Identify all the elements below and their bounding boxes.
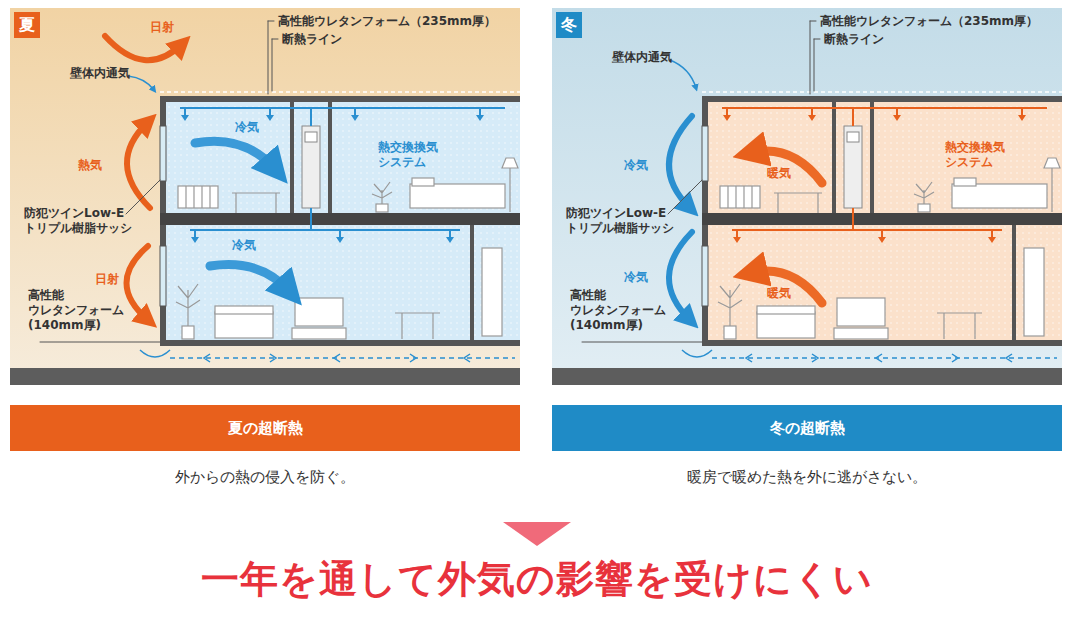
insulation-label: 高性能 ウレタンフォーム (140mm厚): [28, 288, 124, 333]
sun-label: 日射: [150, 20, 174, 35]
heat-label: 熱気: [78, 158, 102, 173]
node-text: 夏: [19, 15, 35, 36]
insulation-line-label: 断熱ライン: [824, 32, 884, 47]
node-text: 冬の超断熱: [770, 419, 845, 438]
insulation-line-label: 断熱ライン: [282, 32, 342, 47]
insulation-label: 高性能ウレタンフォーム（235mm厚）: [278, 14, 496, 29]
description-text: 外からの熱の侵入を防ぐ。: [175, 468, 355, 487]
sash-label: 防犯ツインLow-E トリプル樹脂サッシ: [566, 206, 674, 236]
wall-vent-label: 壁体内通気: [70, 66, 130, 81]
airflow-label: 冷気: [232, 238, 256, 253]
node-text: 夏の超断熱: [228, 419, 303, 438]
ventilation-label: 熱交換換気 システム: [378, 140, 438, 170]
season-badge: 夏: [14, 12, 40, 38]
season-badge: 冬: [556, 12, 582, 38]
node-text: 冬: [561, 15, 577, 36]
sun-label: 暖気: [767, 286, 791, 301]
ventilation-label: 暖気: [767, 166, 791, 181]
sash-label: 防犯ツインLow-E トリプル樹脂サッシ: [24, 206, 132, 236]
insulation-label: 高性能ウレタンフォーム（235mm厚）: [820, 14, 1038, 29]
heat-label: 熱交換換気 システム: [945, 140, 1005, 170]
airflow-label: 冷気: [624, 158, 648, 173]
headline: 一年を通して外気の影響を受けにくい: [201, 556, 873, 604]
insulation-label: 高性能 ウレタンフォーム (140mm厚): [570, 288, 666, 333]
title-band: 冬の超断熱: [552, 405, 1062, 451]
description-text: 暖房で暖めた熱を外に逃がさない。: [687, 468, 927, 487]
airflow-label: 冷気: [235, 120, 259, 135]
airflow-label: 冷気: [624, 270, 648, 285]
wall-vent-label: 壁体内通気: [612, 50, 672, 65]
title-band: 夏の超断熱: [10, 405, 520, 451]
sun-label: 日射: [95, 272, 119, 287]
